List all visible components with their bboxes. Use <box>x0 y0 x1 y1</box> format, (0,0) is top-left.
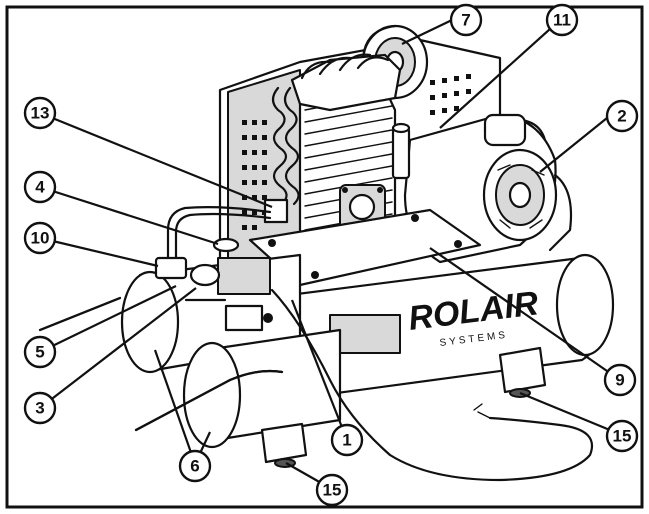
discharge-tube <box>166 206 272 260</box>
compressor-illustration: ROLAIR SYSTEMS <box>38 24 615 482</box>
callout-1: 1 <box>330 423 364 457</box>
callout-9: 9 <box>603 363 637 397</box>
handles <box>38 296 284 432</box>
pump-cylinder <box>290 53 402 260</box>
callout-7-label: 7 <box>461 11 470 30</box>
callout-1-label: 1 <box>342 431 351 450</box>
callout-2: 2 <box>605 99 639 133</box>
check-valve <box>391 122 411 180</box>
callout-3: 3 <box>23 391 57 425</box>
callout-6: 6 <box>178 449 212 483</box>
callout-15-front-label: 15 <box>323 481 342 500</box>
callout-9-label: 9 <box>615 371 624 390</box>
cord-plug <box>473 403 491 419</box>
callout-2-label: 2 <box>617 107 626 126</box>
rubber-feet <box>260 346 547 468</box>
callout-5-label: 5 <box>35 343 44 362</box>
callout-15-front: 15 <box>315 473 349 507</box>
callout-5: 5 <box>23 335 57 369</box>
callout-6-label: 6 <box>190 457 199 476</box>
callout-3-label: 3 <box>35 399 44 418</box>
figure-frame <box>5 5 644 509</box>
intake-coil <box>263 86 300 224</box>
callout-13-label: 13 <box>31 104 50 123</box>
callout-10: 10 <box>23 221 57 255</box>
callout-4-label: 4 <box>35 178 45 197</box>
callout-15-rear-label: 15 <box>613 427 632 446</box>
leader-lines <box>39 19 623 489</box>
callout-11-label: 11 <box>553 11 571 30</box>
callout-11: 11 <box>545 3 579 37</box>
plate-bolts <box>268 214 462 279</box>
callout-7: 7 <box>449 3 483 37</box>
safety-valve <box>212 237 240 253</box>
power-cord <box>270 288 593 482</box>
pressure-switch-manifold <box>154 256 273 332</box>
callout-15-rear: 15 <box>605 419 639 453</box>
callout-10-label: 10 <box>31 229 50 248</box>
callout-13: 13 <box>23 96 57 130</box>
callout-4: 4 <box>23 170 57 204</box>
